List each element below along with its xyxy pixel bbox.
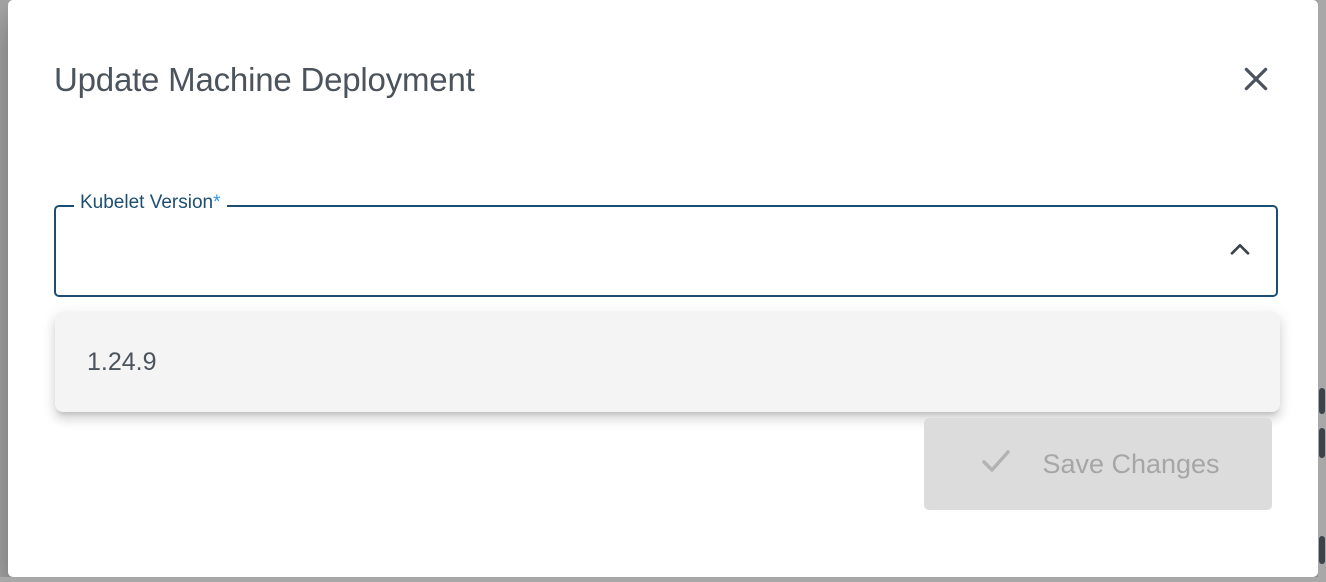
dialog-footer: Save Changes xyxy=(8,418,1318,510)
save-changes-button[interactable]: Save Changes xyxy=(924,418,1272,510)
dropdown-option[interactable]: 1.24.9 xyxy=(87,347,157,376)
scrollbar-thumb[interactable] xyxy=(1319,536,1325,564)
save-changes-label: Save Changes xyxy=(1042,448,1220,479)
close-icon xyxy=(1239,62,1273,99)
scrollbar[interactable] xyxy=(1318,0,1326,582)
scrollbar-thumb[interactable] xyxy=(1319,388,1325,414)
page-title: Update Machine Deployment xyxy=(54,61,475,99)
chevron-up-icon xyxy=(1224,234,1256,269)
kubelet-version-select[interactable] xyxy=(54,205,1278,297)
check-icon xyxy=(976,441,1016,488)
dialog-header: Update Machine Deployment xyxy=(8,0,1318,160)
update-machine-deployment-dialog: Update Machine Deployment Kubelet Versio… xyxy=(8,0,1318,577)
window-bottom-edge xyxy=(0,577,1326,582)
scrollbar-thumb[interactable] xyxy=(1319,428,1325,458)
kubelet-version-field: Kubelet Version* xyxy=(54,193,1278,297)
kubelet-version-dropdown-panel: 1.24.9 xyxy=(55,312,1280,412)
close-button[interactable] xyxy=(1234,58,1278,102)
